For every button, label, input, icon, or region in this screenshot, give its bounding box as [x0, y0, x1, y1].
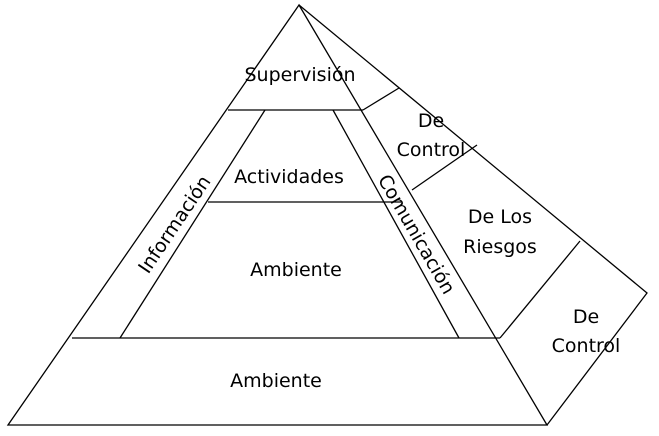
supervision-label: Supervisión [244, 64, 355, 86]
lower-control-label-line1: De [573, 306, 599, 328]
base-ambiente-label: Ambiente [230, 370, 322, 392]
side-face-outline [298, 4, 648, 426]
side-divider-1 [362, 87, 400, 111]
lower-control-label-line2: Control [552, 335, 621, 357]
inner-right-edge [332, 109, 460, 339]
upper-control-label-line2: Control [397, 139, 466, 161]
comunicacion-label: Comunicación [373, 171, 459, 298]
riesgos-label-line2: Riesgos [463, 236, 537, 258]
pyramid-outline [6, 3, 549, 426]
inner-left-edge [119, 109, 266, 339]
upper-control-label-line1: De [418, 110, 444, 132]
actividades-label: Actividades [234, 166, 344, 188]
side-divider-2 [411, 144, 478, 191]
inner-ambiente-label: Ambiente [250, 259, 342, 281]
riesgos-label-line1: De Los [468, 206, 532, 228]
side-divider-3 [499, 240, 581, 339]
